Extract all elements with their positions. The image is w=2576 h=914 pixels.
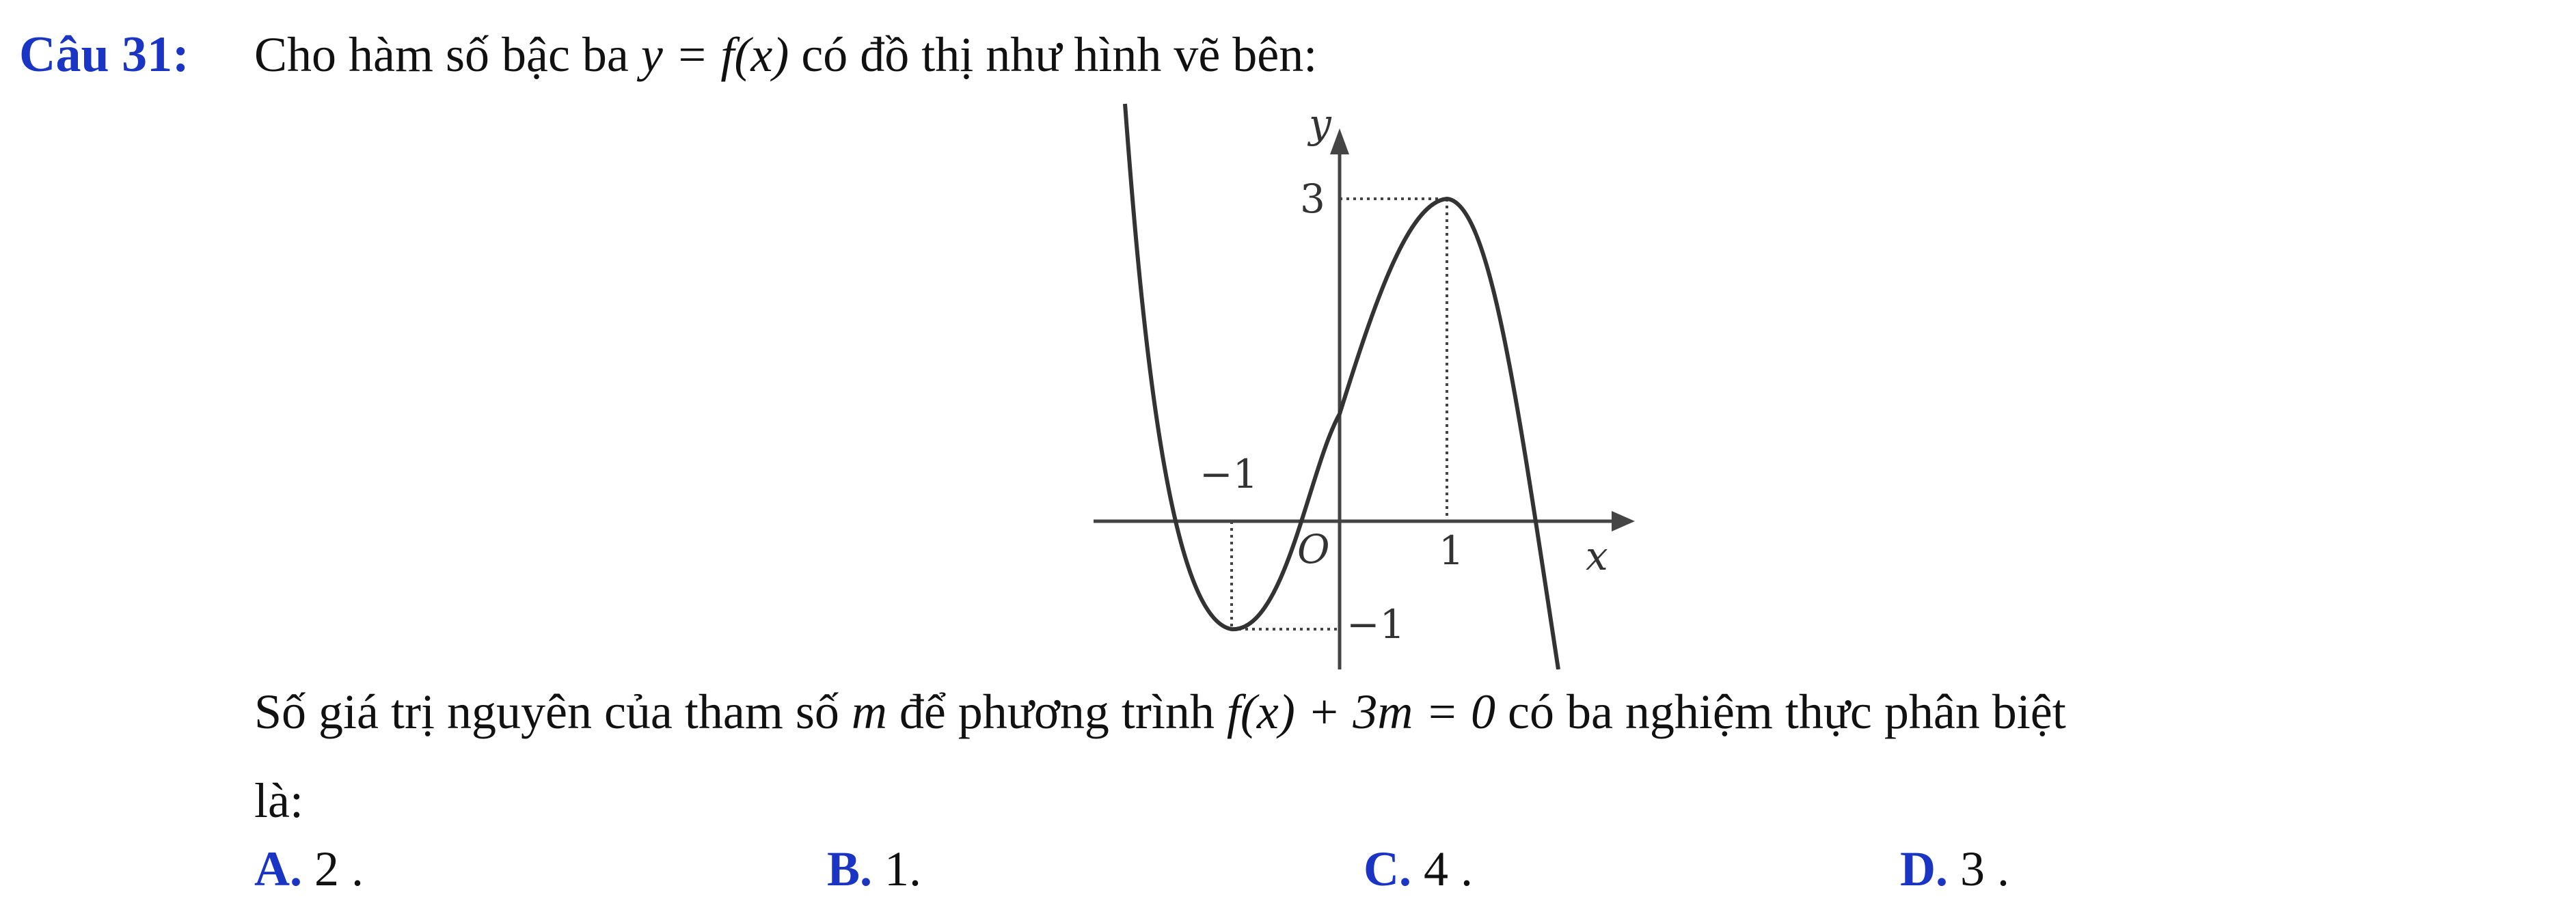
- question-body-line2: là:: [254, 773, 303, 828]
- equation: f(x) + 3m = 0: [1226, 684, 1495, 739]
- body-part1: Số giá trị nguyên của tham số: [254, 684, 852, 739]
- function-graph: y 3 −1 O 1 x −1: [1094, 100, 1635, 669]
- option-b-value: 1.: [884, 842, 922, 896]
- option-c-letter: C.: [1364, 842, 1411, 896]
- option-a-value: 2 .: [314, 842, 364, 896]
- origin-label: O: [1297, 526, 1330, 572]
- option-c-value: 4 .: [1424, 842, 1473, 896]
- body-part3: có ba nghiệm thực phân biệt: [1495, 684, 2066, 739]
- cubic-curve: [1123, 103, 1560, 669]
- tick-label-y-3: 3: [1300, 176, 1325, 222]
- question-body: Số giá trị nguyên của tham số m để phươn…: [254, 678, 2066, 746]
- option-d-letter: D.: [1900, 842, 1948, 896]
- question-text: Cho hàm số bậc ba y = f(x) có đồ thị như…: [254, 20, 1317, 89]
- tick-label-x-1: 1: [1439, 527, 1464, 574]
- x-axis-arrow: [1612, 511, 1635, 531]
- function-expression: y = f(x): [640, 27, 789, 82]
- question-suffix: có đồ thị như hình vẽ bên:: [789, 27, 1318, 82]
- question-label: Câu 31:: [19, 27, 189, 83]
- param-m: m: [851, 684, 887, 739]
- question-prefix: Cho hàm số bậc ba: [254, 27, 641, 82]
- x-axis-label: x: [1586, 533, 1608, 579]
- tick-label-y-neg-1: −1: [1346, 601, 1405, 648]
- option-d[interactable]: D. 3 .: [1900, 835, 2009, 903]
- option-b-letter: B.: [827, 842, 873, 896]
- option-a-letter: A.: [254, 842, 302, 896]
- y-axis-label: y: [1307, 100, 1332, 147]
- option-b[interactable]: B. 1.: [827, 835, 921, 903]
- option-c[interactable]: C. 4 .: [1364, 835, 1473, 903]
- body-part2: để phương trình: [886, 684, 1227, 739]
- tick-label-x-neg-1: −1: [1199, 451, 1258, 497]
- option-d-value: 3 .: [1960, 842, 2009, 896]
- y-axis-arrow: [1330, 128, 1349, 154]
- option-a[interactable]: A. 2 .: [254, 835, 364, 903]
